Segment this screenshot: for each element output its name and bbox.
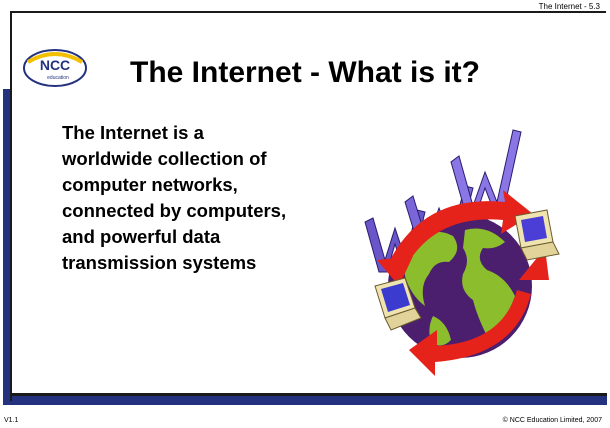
body-line: worldwide collection of: [62, 148, 267, 169]
body-line: computer networks,: [62, 174, 238, 195]
left-frame-line: [10, 11, 12, 401]
version-label: V1.1: [4, 417, 19, 424]
slide-title: The Internet - What is it?: [130, 56, 480, 89]
logo-text: NCC: [40, 57, 70, 73]
body-line: connected by computers,: [62, 200, 287, 221]
computer-right-icon: [514, 209, 560, 261]
slide-body: The Internet is a worldwide collection o…: [62, 120, 372, 276]
bottom-frame-line: [10, 393, 607, 396]
body-line: and powerful data: [62, 226, 221, 247]
www-globe-illustration: [355, 110, 585, 395]
slide-section-tag: The Internet - 5.3: [538, 2, 600, 11]
computer-left-icon: [374, 277, 422, 331]
left-accent-bar: [3, 89, 10, 402]
top-frame-line: [10, 11, 606, 13]
body-line: The Internet is a: [62, 122, 204, 143]
copyright-label: © NCC Education Limited, 2007: [502, 417, 602, 424]
ncc-education-logo: NCC education: [22, 48, 88, 93]
bottom-accent-bar: [3, 395, 607, 405]
body-line: transmission systems: [62, 252, 257, 273]
logo-subtext: education: [47, 75, 69, 81]
